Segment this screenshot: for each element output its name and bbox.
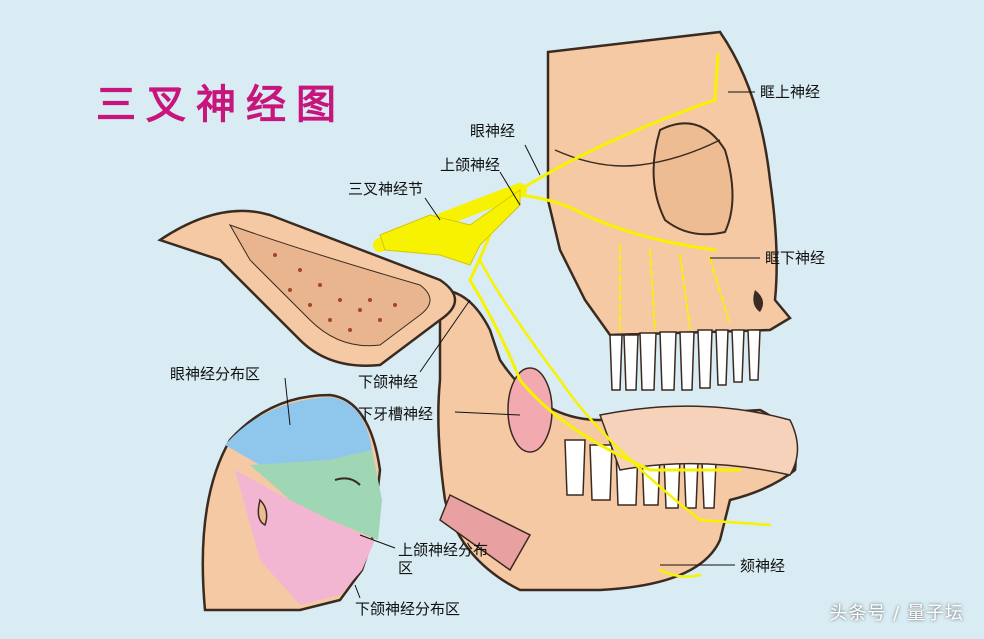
label-mandibular-zone: 下颌神经分布区	[355, 600, 461, 618]
label-trigeminal-ganglion: 三叉神经节	[348, 180, 424, 198]
leader-lines	[284, 91, 760, 599]
label-ophthalmic-zone: 眼神经分布区	[170, 365, 261, 383]
label-maxillary-nerve: 上颌神经	[440, 156, 501, 174]
label-inferior-alveolar-nerve: 下牙槽神经	[358, 405, 434, 423]
diagram-title: 三叉神经图	[96, 81, 346, 128]
label-supraorbital-nerve: 眶上神经	[760, 83, 821, 101]
label-maxillary-zone: 上颌神经分布区	[398, 541, 489, 577]
label-mental-nerve: 颏神经	[740, 557, 786, 575]
temporal-bone	[157, 209, 457, 367]
watermark: 头条号 / 量子坛	[829, 603, 964, 624]
label-ophthalmic-nerve: 眼神经	[470, 122, 516, 140]
mandible	[437, 288, 799, 592]
skull	[546, 30, 792, 391]
label-infraorbital-nerve: 眶下神经	[765, 249, 826, 267]
face-sensory-zones	[201, 393, 382, 612]
trigeminal-ganglion-shape	[379, 189, 521, 266]
label-mandibular-nerve: 下颌神经	[358, 373, 419, 391]
